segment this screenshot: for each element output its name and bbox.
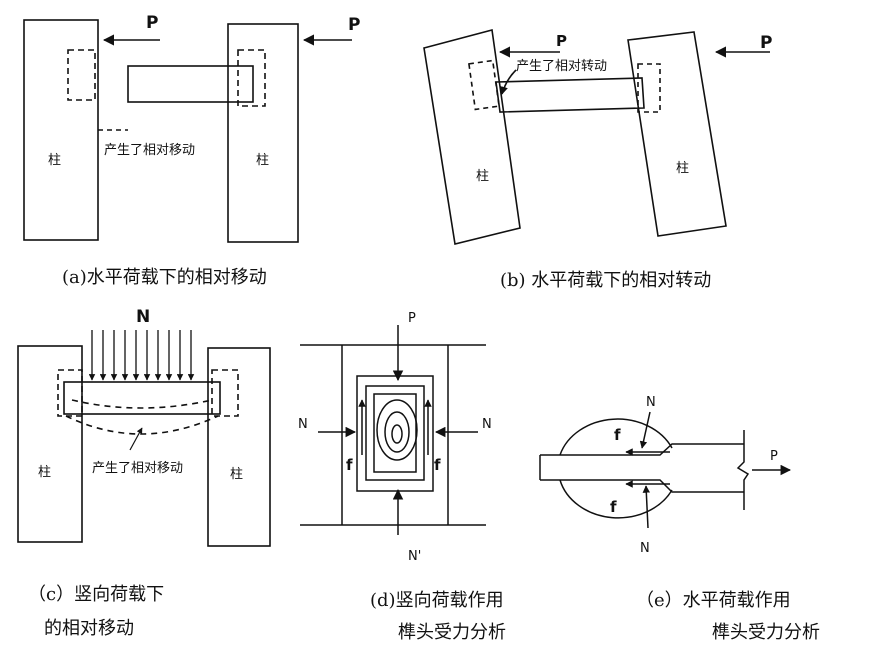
caption-e-line2: 榫头受力分析: [712, 622, 820, 643]
panel-c: [17, 330, 271, 547]
panel-a: [23, 19, 352, 243]
deflection-curve-inner: [71, 399, 213, 409]
force-arrow-n-top-e: [639, 411, 651, 449]
left-column: [23, 19, 99, 241]
force-label-p-e: P: [770, 449, 778, 464]
left-column-tilted: [423, 28, 521, 245]
deflection-arrow: [129, 427, 143, 451]
force-label-n-top-e: N: [646, 395, 656, 410]
force-label-b-right: P: [760, 33, 772, 53]
friction-label-top-e: f: [614, 426, 621, 444]
stress-contour-2: [384, 411, 410, 453]
caption-a: (a)水平荷载下的相对移动: [62, 267, 267, 288]
column-label-a-right: 柱: [256, 153, 269, 168]
distributed-load-arrows: [88, 330, 195, 381]
force-label-n-left-d: N: [298, 417, 308, 432]
break-line: [736, 430, 750, 510]
tenon-core: [373, 393, 417, 473]
caption-e-line1: （e）水平荷载作用: [636, 590, 791, 611]
force-label-a-left: P: [146, 13, 158, 33]
panel-e: [539, 411, 792, 529]
force-label-p-d: P: [408, 311, 416, 326]
force-label-n-prime-d: N': [408, 549, 421, 564]
force-label-a-right: P: [348, 15, 360, 35]
left-mortise-dashed-b: [468, 59, 500, 111]
friction-label-bottom-e: f: [610, 498, 617, 516]
lower-half-circle: [559, 479, 673, 519]
column-label-b-left: 柱: [476, 169, 489, 184]
tenon-beam: [127, 65, 254, 103]
right-column: [227, 23, 299, 243]
annotation-a: 产生了相对移动: [104, 143, 195, 158]
caption-d-line2: 榫头受力分析: [398, 622, 506, 643]
force-label-n-right-d: N: [482, 417, 492, 432]
upper-half-circle: [559, 418, 673, 456]
friction-label-left-d: f: [346, 456, 353, 474]
stress-contour-3: [391, 424, 403, 444]
friction-label-right-d: f: [434, 456, 441, 474]
right-column-c: [207, 347, 271, 547]
caption-d-line1: (d)竖向荷载作用: [370, 590, 504, 611]
right-mortise-dashed: [237, 49, 266, 107]
stress-contour-1: [376, 399, 418, 461]
caption-c-line2: 的相对移动: [44, 618, 134, 639]
force-arrow-n-bottom-e: [642, 485, 651, 529]
caption-c-line1: （c）竖向荷载下: [28, 584, 164, 605]
column-label-c-right: 柱: [230, 467, 243, 482]
column-label-b-right: 柱: [676, 161, 689, 176]
tenon-inner: [365, 385, 425, 481]
panel-b: [423, 28, 770, 245]
column-label-c-left: 柱: [38, 465, 51, 480]
right-column-tilted: [627, 31, 727, 237]
rotation-arrow: [500, 69, 517, 95]
deflection-curve-outer: [65, 415, 219, 435]
annotation-b: 产生了相对转动: [516, 59, 607, 74]
annotation-c: 产生了相对移动: [92, 461, 183, 476]
tenon-beam-tilted: [495, 77, 645, 113]
left-column-c: [17, 345, 83, 543]
left-mortise-dashed-c: [57, 369, 83, 417]
right-mortise-dashed-b: [637, 63, 661, 113]
caption-b: (b) 水平荷载下的相对转动: [500, 270, 711, 291]
left-mortise-dashed: [67, 49, 96, 101]
tenon-outline-bottom: [540, 479, 744, 493]
column-label-a-left: 柱: [48, 153, 61, 168]
tenon-outline: [540, 443, 744, 456]
force-label-c: N: [136, 307, 150, 327]
panel-d: [300, 325, 486, 535]
force-label-b-left: P: [556, 32, 567, 50]
beam-c: [63, 381, 221, 415]
right-mortise-dashed-c: [211, 369, 239, 417]
force-label-n-bottom-e: N: [640, 541, 650, 556]
